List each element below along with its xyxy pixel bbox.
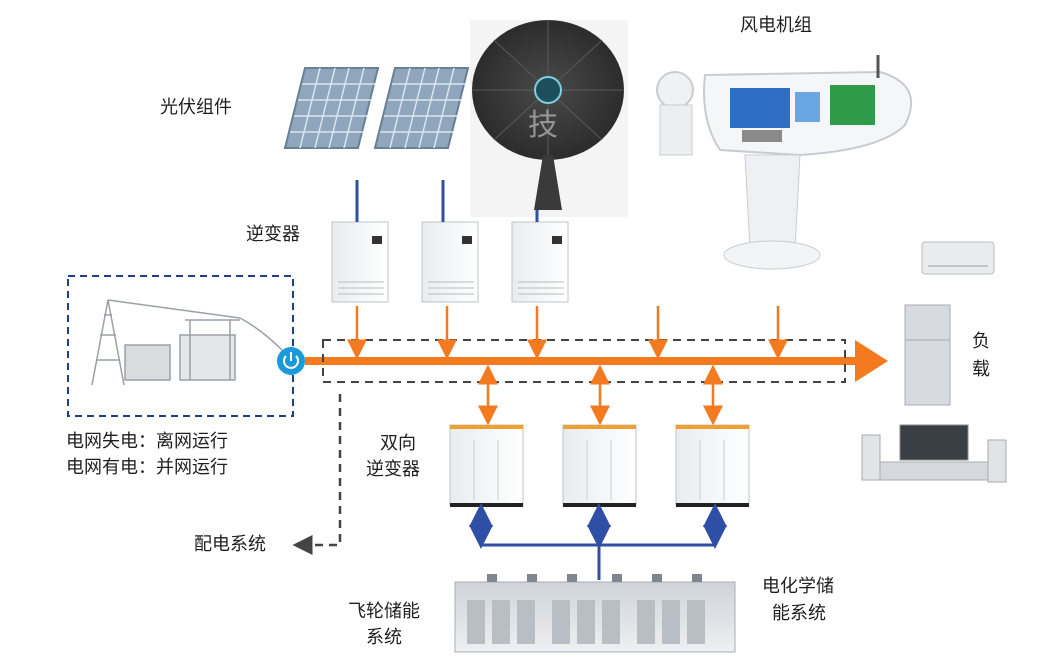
watermark-glyph: 技: [528, 108, 558, 143]
inverter-label: 逆变器: [246, 224, 300, 245]
solar-panel-icon: [283, 67, 380, 149]
distribution-label: 配电系统: [194, 534, 266, 555]
bus-dashed-box: [322, 339, 846, 383]
storage-dc-lines: [469, 503, 727, 580]
load-label-2: 载: [972, 359, 990, 380]
substation-icon: [91, 299, 283, 386]
inverter-cabinet-icon: [511, 221, 569, 303]
chem-storage-label-1: 电化学储: [762, 576, 834, 597]
grid-on-label: 电网有电：并网运行: [66, 457, 228, 478]
flywheel-label-2: 系统: [366, 627, 402, 648]
ac-bus-arrowhead: [855, 340, 888, 382]
chem-storage-label-2: 能系统: [772, 603, 826, 624]
bidir-inverter-label-1: 双向: [380, 433, 416, 454]
bidir-arrows: [478, 364, 723, 426]
bidir-inverter-label-2: 逆变器: [366, 459, 420, 480]
inverter-cabinet-icon: [421, 221, 479, 303]
air-conditioner-icon: [921, 241, 995, 275]
flywheel-label-1: 飞轮储能: [348, 601, 420, 622]
tv-cabinet-icon: [861, 424, 1007, 483]
inverter-cabinet-icon: [675, 424, 750, 507]
inverter-cabinet-icon: [562, 424, 637, 507]
inverter-cabinet-icon: [331, 221, 389, 303]
power-switch-icon[interactable]: [277, 347, 305, 375]
refrigerator-icon: [904, 304, 951, 406]
feed-arrows: [347, 306, 788, 360]
grid-off-label: 电网失电：离网运行: [66, 431, 228, 452]
dish-concentrator-icon: [470, 20, 628, 217]
inverter-cabinet-icon: [449, 424, 524, 507]
solar-panel-icon: [373, 67, 470, 149]
wind-nacelle-icon: [656, 55, 913, 270]
battery-bank-icon: [454, 574, 736, 653]
wind-turbine-label: 风电机组: [740, 15, 812, 36]
pv-modules-label: 光伏组件: [160, 97, 232, 118]
grid-dashed-box: [67, 275, 294, 417]
pv-dc-lines: [355, 180, 539, 222]
load-label-1: 负: [972, 331, 990, 352]
distribution-line: [292, 394, 342, 555]
